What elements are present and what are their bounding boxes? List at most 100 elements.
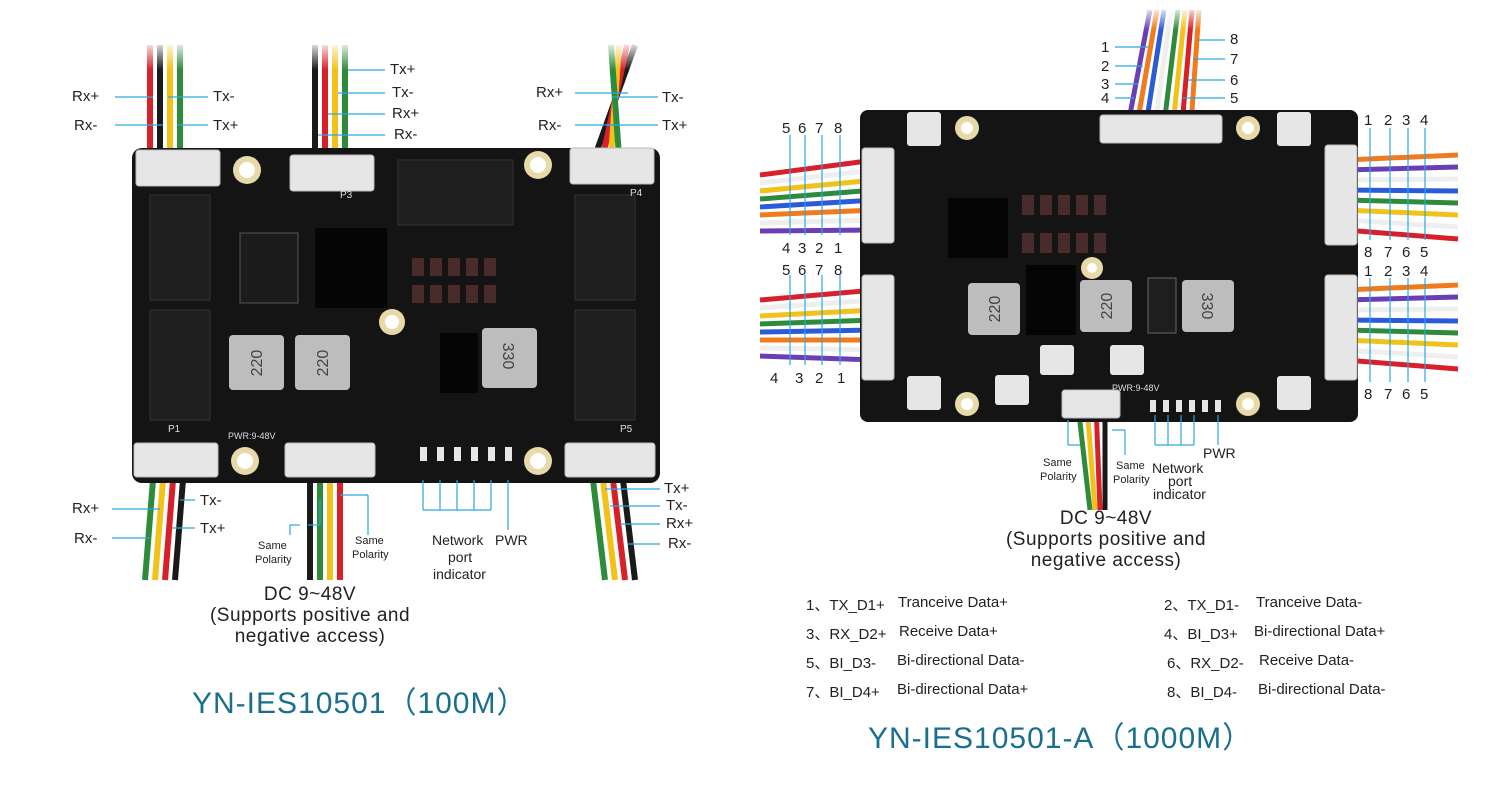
right-inductor-1-label: 220 [987,296,1004,323]
right-ll-top-5: 5 [782,262,791,279]
left-br-label-rxminus: Rx- [668,535,692,552]
right-lu-bottom-3: 3 [798,240,807,257]
left-silk-p4: P4 [630,188,643,199]
right-ll-bottom-2: 2 [815,370,824,387]
left-bl-label-rxplus: Rx+ [72,500,100,517]
left-bl-label-txplus: Tx+ [200,520,226,537]
legend-5-desc: Bi-directional Data- [897,652,1025,669]
left-tl-label-rxplus: Rx+ [72,88,100,105]
left-silk-p1: P1 [168,424,181,435]
right-lu-top-5: 5 [782,120,791,137]
right-inductor-2-label: 220 [1099,293,1116,320]
legend-1-num: 1、TX_D1+ [806,597,885,614]
right-top-pin-5: 5 [1230,90,1239,107]
left-tm-label-txminus: Tx- [392,84,414,101]
left-inductor-2-label: 220 [315,350,332,377]
right-top-pin-4: 4 [1101,90,1110,107]
right-cable-left-upper [759,157,876,234]
left-br-label-txminus: Tx- [666,497,688,514]
right-top-pin-8: 8 [1230,31,1239,48]
left-tl-label-txplus: Tx+ [213,117,239,134]
left-tr-label-rxplus: Rx+ [536,84,564,101]
right-top-pin-1: 1 [1101,39,1110,56]
right-board-title: YN-IES10501-A（1000M） [868,722,1254,755]
right-ru-bottom-8: 8 [1364,244,1373,261]
right-top-pin-7: 7 [1230,51,1239,68]
left-tm-label-txplus: Tx+ [390,61,416,78]
left-network-indicator-line1: Network [432,532,484,548]
right-inductor-3-label: 330 [1198,293,1215,320]
left-tm-label-rxminus: Rx- [394,126,418,143]
legend-8-num: 8、BI_D4- [1167,684,1238,701]
legend-2-desc: Tranceive Data- [1256,594,1363,611]
legend-3-num: 3、RX_D2+ [806,626,887,643]
right-cable-left-lower [759,287,876,363]
left-same-polarity-b-line1: Same [355,535,384,547]
legend-6-desc: Receive Data- [1259,652,1355,669]
legend-3-desc: Receive Data+ [899,623,998,640]
right-ru-top-3: 3 [1402,112,1411,129]
right-ll-bottom-1: 1 [837,370,846,387]
right-ru-top-1: 1 [1364,112,1373,129]
right-lu-bottom-2: 2 [815,240,824,257]
right-lu-top-6: 6 [798,120,807,137]
right-lu-bottom-4: 4 [782,240,791,257]
right-pcb [860,110,1358,422]
right-rl-bottom-8: 8 [1364,386,1373,403]
right-network-indicator-line2: port [1168,473,1193,489]
right-cable-right-upper [1344,152,1459,242]
legend-7-num: 7、BI_D4+ [806,684,880,701]
left-dc-line3: negative access) [234,626,386,647]
right-ru-top-4: 4 [1420,112,1429,129]
right-lu-top-7: 7 [815,120,824,137]
legend-2-num: 2、TX_D1- [1164,597,1240,614]
right-same-polarity-b-line2: Polarity [1113,474,1150,486]
legend-8-desc: Bi-directional Data- [1258,681,1386,698]
right-same-polarity-b-line1: Same [1116,460,1145,472]
left-bl-label-txminus: Tx- [200,492,222,509]
right-rl-top-3: 3 [1402,263,1411,280]
legend-4-desc: Bi-directional Data+ [1254,623,1386,640]
right-rl-bottom-5: 5 [1420,386,1429,403]
left-tm-label-rxplus: Rx+ [392,105,420,122]
right-ru-bottom-5: 5 [1420,244,1429,261]
left-board: 220 220 330 P3 P4 P1 P5 PWR:9-48V [112,40,660,581]
left-board-title: YN-IES10501（100M） [192,687,528,720]
right-pwr-label: PWR [1203,445,1236,461]
left-tl-label-rxminus: Rx- [74,117,98,134]
right-ru-top-2: 2 [1384,112,1393,129]
left-silk-pwr: PWR:9-48V [228,431,276,441]
right-same-polarity-a-line2: Polarity [1040,471,1077,483]
left-tr-label-txminus: Tx- [662,89,684,106]
left-silk-p5: P5 [620,424,633,435]
right-ll-top-6: 6 [798,262,807,279]
right-top-pin-6: 6 [1230,72,1239,89]
left-tr-label-txplus: Tx+ [662,117,688,134]
right-rl-top-1: 1 [1364,263,1373,280]
left-tl-label-txminus: Tx- [213,88,235,105]
legend-5-num: 5、BI_D3- [806,655,877,672]
right-ll-bottom-3: 3 [795,370,804,387]
left-dc-spec: DC 9~48V (Supports positive and negative… [180,584,440,647]
left-dc-line2: (Supports positive and [209,605,411,626]
left-br-label-rxplus: Rx+ [666,515,694,532]
left-inductor-1-label: 220 [249,350,266,377]
right-rl-bottom-7: 7 [1384,386,1393,403]
right-dc-line2: (Supports positive and [1005,529,1207,550]
right-silk-pwr: PWR:9-48V [1112,383,1160,393]
left-inductor-3-label: 330 [499,343,516,370]
left-network-indicator-line3: indicator [433,566,486,582]
right-dc-line1: DC 9~48V [1059,508,1153,529]
right-cable-right-lower [1344,282,1459,372]
left-tr-label-rxminus: Rx- [538,117,562,134]
legend-7-desc: Bi-directional Data+ [897,681,1029,698]
right-cable-bottom [1075,404,1108,511]
left-dc-line1: DC 9~48V [263,584,357,605]
right-rl-top-4: 4 [1420,263,1429,280]
left-br-label-txplus: Tx+ [664,480,690,497]
right-rl-top-2: 2 [1384,263,1393,280]
left-same-polarity-a-line1: Same [258,540,287,552]
right-ru-bottom-6: 6 [1402,244,1411,261]
right-ru-bottom-7: 7 [1384,244,1393,261]
